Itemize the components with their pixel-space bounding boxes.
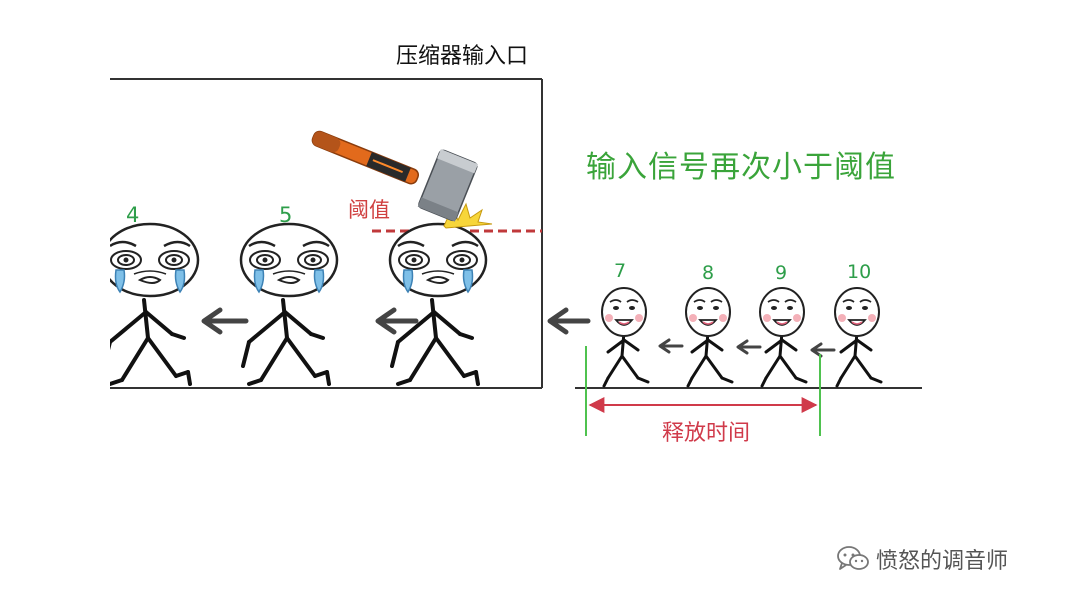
relieved-face-figure-10 — [833, 286, 883, 388]
arrow-left-icon — [736, 339, 762, 355]
hammer-icon — [311, 130, 479, 222]
arrow-left-icon — [375, 307, 419, 335]
release-time-label: 释放时间 — [662, 421, 751, 446]
headline: 输入信号再次小于阈值 — [586, 150, 896, 185]
figure-number-8: 8 — [702, 262, 715, 284]
relieved-face-figure-9 — [758, 286, 808, 388]
threshold-label: 阈值 — [348, 198, 390, 222]
wechat-icon — [837, 546, 869, 570]
arrow-left-icon — [547, 307, 591, 335]
figure-number-4: 4 — [126, 203, 140, 227]
figure-number-7: 7 — [614, 260, 627, 282]
crying-face-figure-5 — [239, 222, 339, 386]
crying-face-figure-6 — [388, 222, 488, 386]
watermark-text: 愤怒的调音师 — [876, 549, 1009, 574]
relieved-face-figure-8 — [684, 286, 734, 388]
arrow-left-icon — [201, 307, 249, 335]
figure-number-10: 10 — [847, 261, 872, 283]
box-title: 压缩器输入口 — [396, 44, 529, 69]
arrow-left-icon — [658, 338, 684, 354]
arrow-left-icon — [810, 342, 836, 358]
crying-face-figure-4 — [110, 222, 200, 386]
figure-number-9: 9 — [775, 262, 788, 284]
figure-number-5: 5 — [279, 203, 293, 227]
watermark: 愤怒的调音师 — [836, 543, 1008, 575]
relieved-face-figure-7 — [600, 286, 650, 388]
compressor-box — [110, 78, 543, 389]
